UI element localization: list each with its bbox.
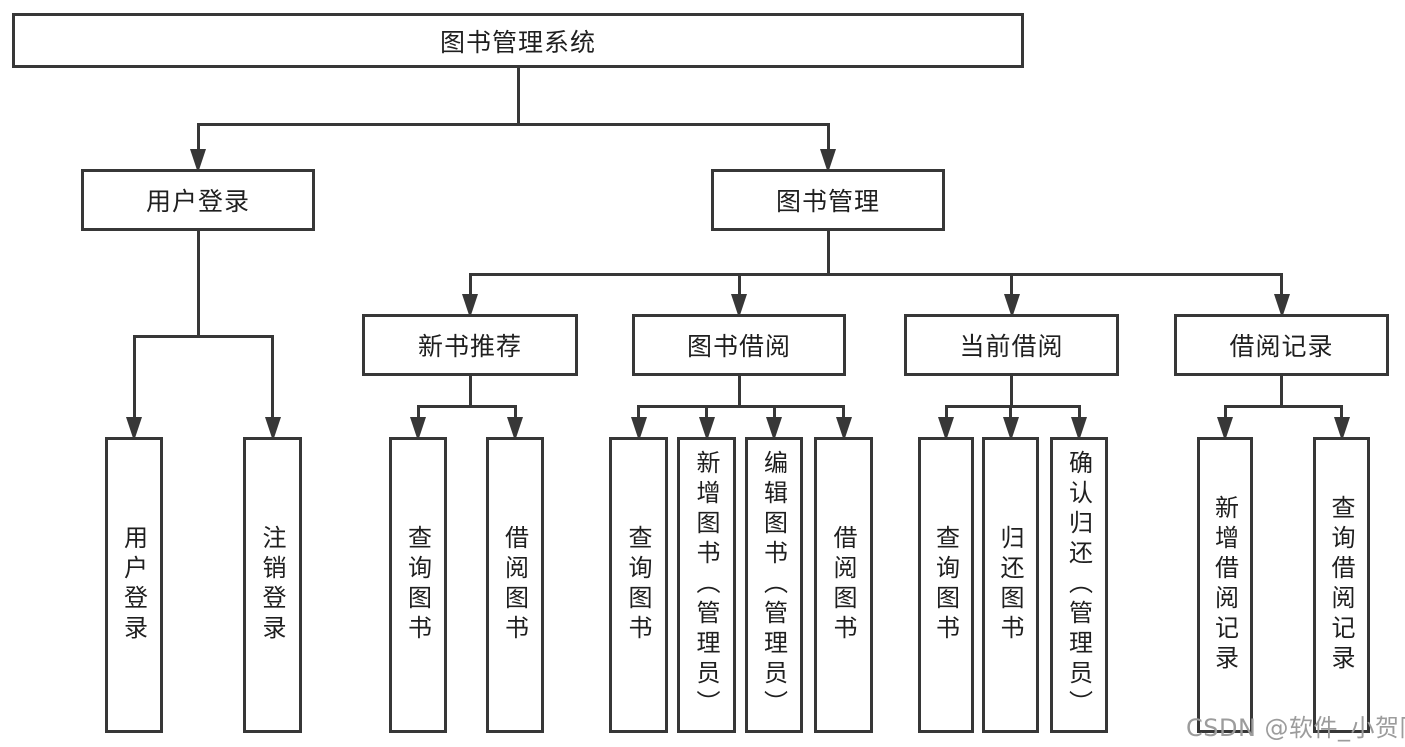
- connector-line: [772, 405, 776, 419]
- connector-line: [705, 405, 708, 419]
- connector-line: [1280, 376, 1283, 408]
- node-cb-confirm: 确认归还（管理员）: [1050, 437, 1108, 733]
- node-cb-query: 查询图书: [918, 437, 974, 733]
- connector-line: [513, 405, 517, 419]
- node-login: 用户登录: [105, 437, 163, 733]
- node-logout: 注销登录: [243, 437, 302, 733]
- node-current-borrow: 当前借阅: [904, 314, 1119, 376]
- connector-line: [1340, 405, 1343, 419]
- connector-line: [132, 335, 136, 419]
- node-new-book-rec: 新书推荐: [362, 314, 578, 376]
- node-user-login: 用户登录: [81, 169, 315, 231]
- connector-line: [196, 231, 200, 338]
- node-book-borrow: 图书借阅: [632, 314, 846, 376]
- arrow-down-icon: [1273, 294, 1290, 318]
- node-nbr-borrow: 借阅图书: [486, 437, 544, 733]
- connector-line: [1223, 405, 1343, 408]
- arrow-down-icon: [766, 417, 782, 441]
- connector-line: [1077, 405, 1081, 419]
- connector-line: [944, 405, 1081, 408]
- connector-line: [516, 68, 520, 126]
- node-book-mgmt: 图书管理: [711, 169, 945, 231]
- arrow-down-icon: [1217, 417, 1233, 441]
- arrow-down-icon: [835, 417, 852, 441]
- arrow-down-icon: [190, 149, 206, 173]
- arrow-down-icon: [264, 417, 281, 441]
- arrow-down-icon: [1003, 294, 1020, 318]
- node-br-add: 新增借阅记录: [1197, 437, 1253, 733]
- connector-line: [271, 335, 274, 419]
- node-br-query: 查询借阅记录: [1313, 437, 1370, 733]
- connector-line: [1010, 273, 1013, 296]
- connector-line: [416, 405, 420, 419]
- connector-line: [737, 376, 741, 408]
- connector-line: [468, 273, 1283, 276]
- connector-line: [1280, 273, 1283, 296]
- connector-line: [132, 335, 274, 338]
- arrow-down-icon: [507, 417, 523, 441]
- connector-line: [826, 231, 830, 276]
- connector-line: [416, 405, 517, 408]
- arrow-down-icon: [462, 294, 478, 318]
- arrow-down-icon: [126, 417, 142, 441]
- arrow-down-icon: [1333, 417, 1350, 441]
- arrow-down-icon: [630, 417, 647, 441]
- arrow-down-icon: [1071, 417, 1087, 441]
- arrow-down-icon: [731, 294, 747, 318]
- connector-line: [196, 123, 830, 126]
- node-cb-return: 归还图书: [982, 437, 1039, 733]
- arrow-down-icon: [1002, 417, 1019, 441]
- arrow-down-icon: [698, 417, 715, 441]
- node-bb-edit: 编辑图书（管理员）: [745, 437, 803, 733]
- node-root: 图书管理系统: [12, 13, 1024, 68]
- arrow-down-icon: [410, 417, 426, 441]
- node-bb-add: 新增图书（管理员）: [677, 437, 736, 733]
- connector-line: [1009, 405, 1012, 419]
- node-bb-borrow: 借阅图书: [814, 437, 873, 733]
- connector-line: [196, 123, 200, 151]
- connector-line: [842, 405, 845, 419]
- connector-line: [737, 273, 741, 296]
- watermark: CSDN @软件_小贺同学: [1186, 714, 1405, 742]
- arrow-down-icon: [820, 149, 836, 173]
- connector-line: [826, 123, 830, 151]
- connector-line: [1010, 376, 1013, 408]
- arrow-down-icon: [938, 417, 954, 441]
- connector-line: [944, 405, 948, 419]
- connector-line: [637, 405, 845, 408]
- connector-line: [468, 273, 472, 296]
- node-bb-query: 查询图书: [609, 437, 668, 733]
- connector-line: [637, 405, 640, 419]
- node-nbr-query: 查询图书: [389, 437, 447, 733]
- connector-line: [468, 376, 472, 408]
- connector-line: [1223, 405, 1227, 419]
- node-borrow-records: 借阅记录: [1174, 314, 1389, 376]
